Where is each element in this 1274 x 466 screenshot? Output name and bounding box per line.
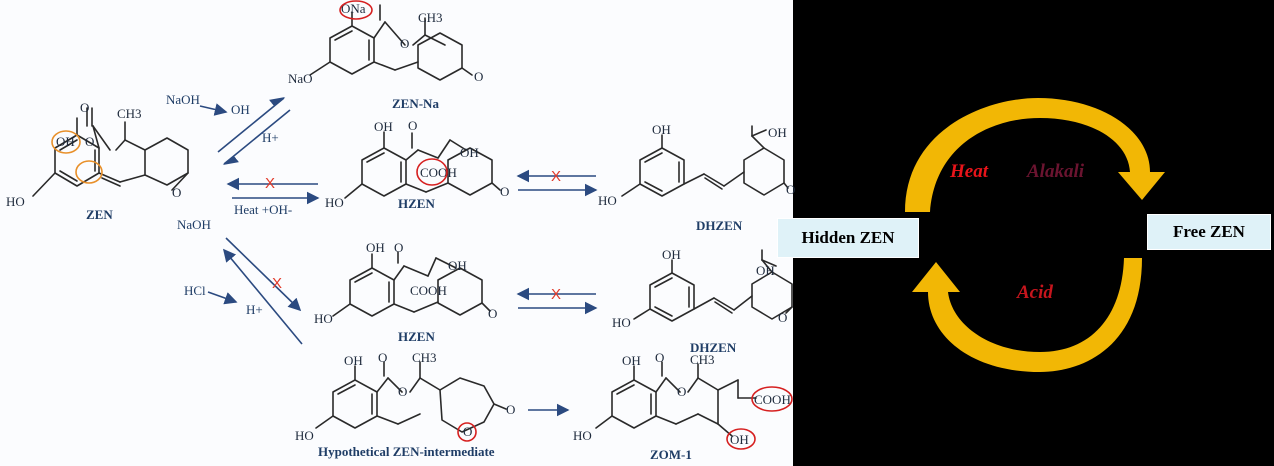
hzen-structure-2: OH O OH COOH O HO HZEN	[314, 240, 497, 344]
zom1-ch3-label: CH3	[690, 352, 715, 367]
hzen2-oh-label: OH	[366, 240, 385, 255]
reaction-conditions: NaOH OH H+ NaOH Heat +OH- HCl H+	[166, 92, 292, 317]
zen-ring-o-label: O	[85, 134, 94, 149]
zen-na-ona-highlight	[339, 0, 373, 20]
zen-carbonyl-o-label: O	[80, 100, 89, 115]
hidden-zen-label: Hidden ZEN	[801, 228, 895, 247]
hyp-oh-label: OH	[344, 353, 363, 368]
dhzen1-ketone-o-label: O	[786, 182, 795, 197]
dhzen-caption-1: DHZEN	[696, 218, 743, 233]
zom1-cooh-label: COOH	[754, 392, 791, 407]
hzen-structure-1: OH O OH COOH O HO HZEN	[325, 118, 509, 211]
free-zen-box: Free ZEN	[1147, 214, 1271, 250]
hyp-ketone-o-label: O	[506, 402, 515, 417]
heat-oh-label: Heat +OH-	[234, 202, 292, 217]
zen-na-structure: ONa O CH3 O NaO ZEN-Na	[288, 0, 483, 111]
zen-na-ona-label: ONa	[341, 1, 366, 16]
hyp-ch3-label: CH3	[412, 350, 437, 365]
hzen2-cooh-label: COOH	[410, 283, 447, 298]
reaction-scheme-panel	[0, 0, 793, 466]
dhzen-caption-2: DHZEN	[690, 340, 737, 355]
zom1-structure: OH O O CH3 COOH OH HO ZOM-1	[573, 350, 793, 462]
blocked-mark-hzen-dhzen-1: X	[551, 168, 561, 185]
conversion-cycle: Heat Alakali Acid	[905, 98, 1165, 372]
hyp-ring-o-label: O	[398, 384, 407, 399]
cycle-acid-label: Acid	[1016, 282, 1053, 303]
zen-na-nao-label: NaO	[288, 71, 313, 86]
zen-o-highlight	[75, 160, 103, 184]
naoh-top-label: NaOH	[166, 92, 200, 107]
hypothetical-intermediate-structure: OH O O CH3 O O HO Hypothetical ZEN-inter…	[295, 350, 515, 459]
zen-na-ch3-label: CH3	[418, 10, 443, 25]
dhzen1-ho-label: HO	[598, 193, 617, 208]
zom1-oh-highlight	[726, 428, 756, 450]
cycle-alkali-label: Alakali	[1026, 161, 1085, 182]
dhzen2-ho-label: HO	[612, 315, 631, 330]
hzen1-cooh-highlight	[416, 158, 448, 186]
dhzen1-oh-label: OH	[652, 122, 671, 137]
hzen1-ho-label: HO	[325, 195, 344, 210]
naoh-mid-label: NaOH	[177, 217, 211, 232]
hzen2-ho-label: HO	[314, 311, 333, 326]
hyp-ether-highlight	[457, 422, 477, 442]
h-plus-top-label: H+	[262, 130, 279, 145]
hidden-zen-box: Hidden ZEN	[777, 218, 919, 258]
zom1-carbonyl-o-label: O	[655, 350, 664, 365]
zen-caption: ZEN	[86, 207, 113, 222]
zom1-oh-label: OH	[622, 353, 641, 368]
blocked-mark-zen-hzen: X	[265, 175, 275, 192]
hzen1-ketone-o-label: O	[500, 184, 509, 199]
zen-na-caption: ZEN-Na	[392, 96, 439, 111]
zom1-ring-o-label: O	[677, 384, 686, 399]
dhzen-structure-2: OH OH O HO DHZEN	[612, 247, 793, 355]
zen-oh-label: OH	[56, 134, 75, 149]
blocked-mark-zen-intermediate: X	[272, 275, 282, 292]
zen-oh-highlight	[51, 130, 81, 154]
zom1-ho-label: HO	[573, 428, 592, 443]
h-plus-bottom-label: H+	[246, 302, 263, 317]
hzen-caption-1: HZEN	[398, 196, 435, 211]
zen-ch3-label: CH3	[117, 106, 142, 121]
dhzen2-ketone-o-label: O	[778, 310, 787, 325]
hzen2-ketone-o-label: O	[488, 306, 497, 321]
blocked-marks: X X X X	[265, 168, 561, 303]
hzen2-oh2-label: OH	[448, 258, 467, 273]
dhzen-structure-1: OH OH O HO DHZEN	[598, 122, 795, 233]
cycle-arrow-top	[905, 98, 1165, 212]
hyp-ether-o-label: O	[463, 424, 472, 439]
cycle-arrow-bottom	[912, 258, 1142, 372]
zom1-caption: ZOM-1	[650, 447, 692, 462]
zom1-oh2-label: OH	[730, 432, 749, 447]
hcl-label: HCl	[184, 283, 206, 298]
hzen1-o-label: O	[408, 118, 417, 133]
zen-structure: OH O O CH3 O HO ZEN	[6, 100, 189, 222]
zen-na-ketone-o-label: O	[474, 69, 483, 84]
hyp-intermediate-caption: Hypothetical ZEN-intermediate	[318, 444, 495, 459]
blocked-mark-hzen-dhzen-2: X	[551, 286, 561, 303]
hzen-caption-2: HZEN	[398, 329, 435, 344]
hzen1-oh2-label: OH	[460, 145, 479, 160]
free-zen-label: Free ZEN	[1173, 222, 1245, 241]
hzen1-oh-label: OH	[374, 119, 393, 134]
cycle-heat-label: Heat	[949, 161, 989, 182]
dhzen2-oh-label: OH	[662, 247, 681, 262]
hyp-ho-label: HO	[295, 428, 314, 443]
dhzen2-oh2-label: OH	[756, 263, 775, 278]
oh-top-label: OH	[231, 102, 250, 117]
zom1-cooh-highlight	[751, 386, 793, 412]
hzen1-cooh-label: COOH	[420, 165, 457, 180]
hyp-carbonyl-o-label: O	[378, 350, 387, 365]
zen-ho-label: HO	[6, 194, 25, 209]
hzen2-o-label: O	[394, 240, 403, 255]
zen-na-ring-o-label: O	[400, 36, 409, 51]
reaction-arrows	[199, 96, 598, 417]
zen-ketone-o-label: O	[172, 185, 181, 200]
dhzen1-oh2-label: OH	[768, 125, 787, 140]
